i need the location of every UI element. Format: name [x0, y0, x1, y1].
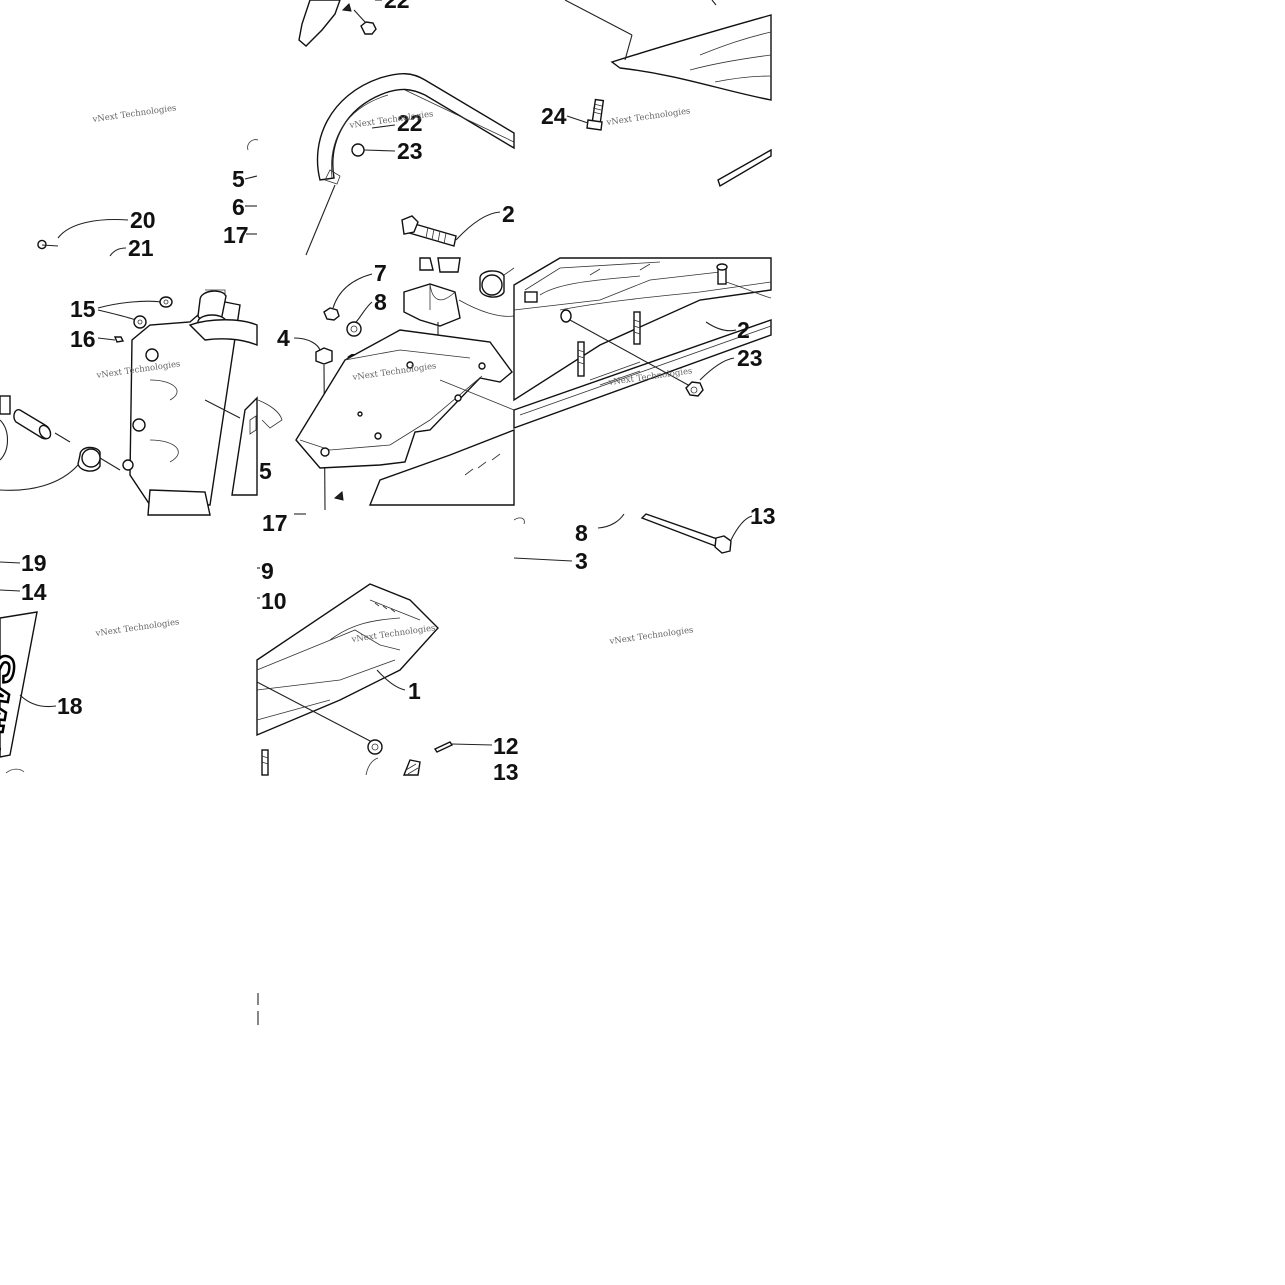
callout-10: 10	[261, 588, 287, 614]
watermark-1: vNext Technologies	[91, 103, 177, 125]
hex-nut	[360, 21, 377, 35]
rivet-20	[37, 239, 47, 250]
callout-8a: 8	[374, 289, 387, 315]
callout-2b: 2	[737, 317, 750, 343]
tile-top-right: 24 vNext Technologies	[541, 0, 772, 188]
tile-bottom-middle: 9 10 1 12 13 vNext Technologies	[256, 558, 519, 785]
bracket-arrow-mark	[341, 3, 352, 12]
saddle-block	[403, 283, 461, 327]
callout-13a: 13	[493, 759, 519, 785]
callout-3: 3	[575, 548, 588, 574]
callout-1: 1	[408, 678, 421, 704]
tile-bottom-left: 19 14 AWS 18 vNext Technologies	[0, 550, 180, 774]
tile-left-upper: 5 6 17 20 21	[37, 139, 259, 261]
callout-9: 9	[261, 558, 274, 584]
callout-22b: 22	[397, 110, 423, 136]
callout-5a: 5	[232, 166, 245, 192]
washer-15b	[133, 315, 147, 329]
loop-bolt-head	[351, 143, 365, 157]
tile-mid-left: 15 16 vNext Technologies	[0, 289, 258, 516]
callout-19: 19	[21, 550, 47, 576]
washer-8	[346, 321, 362, 337]
stud-1	[577, 341, 585, 377]
tile-bottom-right: 8 3 13 vNext Technologies	[513, 503, 776, 647]
callout-12: 12	[493, 733, 519, 759]
callout-23b: 23	[737, 345, 763, 371]
callout-22a: 22	[384, 0, 410, 13]
washer-15a	[159, 296, 173, 308]
spacer-0	[0, 395, 11, 415]
callout-17b: 17	[262, 510, 288, 536]
callout-13b: 13	[750, 503, 776, 529]
watermark-9: vNext Technologies	[608, 625, 694, 647]
bolt-13	[640, 513, 721, 548]
callout-14: 14	[21, 579, 47, 605]
tile-top-left: vNext Technologies	[91, 103, 177, 125]
callout-15: 15	[70, 296, 96, 322]
callout-6: 6	[232, 194, 245, 220]
tile-top-middle: 22 22 23 vNext Technologies	[298, 0, 515, 256]
tile-mid-right: 23 2 vNext Technologies	[513, 257, 772, 429]
arrow-mark	[333, 491, 344, 501]
ski-body	[513, 257, 772, 402]
callout-20: 20	[130, 207, 156, 233]
callout-4: 4	[277, 325, 290, 351]
callout-17a: 17	[223, 222, 249, 248]
callout-23a: 23	[397, 138, 423, 164]
grease-fitting-16	[113, 336, 125, 343]
washer-rear	[367, 739, 383, 755]
callout-2a: 2	[502, 201, 515, 227]
callout-16: 16	[70, 326, 96, 352]
callout-21: 21	[128, 235, 154, 261]
callout-18: 18	[57, 693, 83, 719]
ski-runner-edge	[717, 148, 772, 188]
watermark-7: vNext Technologies	[94, 617, 180, 639]
ski-rear	[256, 583, 439, 737]
callout-24: 24	[541, 103, 567, 129]
aws-decal	[0, 611, 38, 758]
callout-8b: 8	[575, 520, 588, 546]
bolt-24	[591, 98, 605, 124]
bracket-plate	[298, 0, 341, 47]
ski-tip	[610, 14, 772, 101]
nut-7	[323, 307, 340, 321]
nut-4	[315, 347, 333, 365]
tile-mid-middle: 2 7 8 4 11	[231, 201, 515, 536]
ski-runner	[513, 319, 772, 429]
decal-edge	[231, 396, 258, 496]
callout-5b: 5	[259, 458, 272, 484]
callout-7: 7	[374, 260, 387, 286]
watermark-3: vNext Technologies	[605, 106, 691, 128]
nut-23	[685, 381, 704, 397]
cotter-pin-12	[433, 741, 454, 753]
